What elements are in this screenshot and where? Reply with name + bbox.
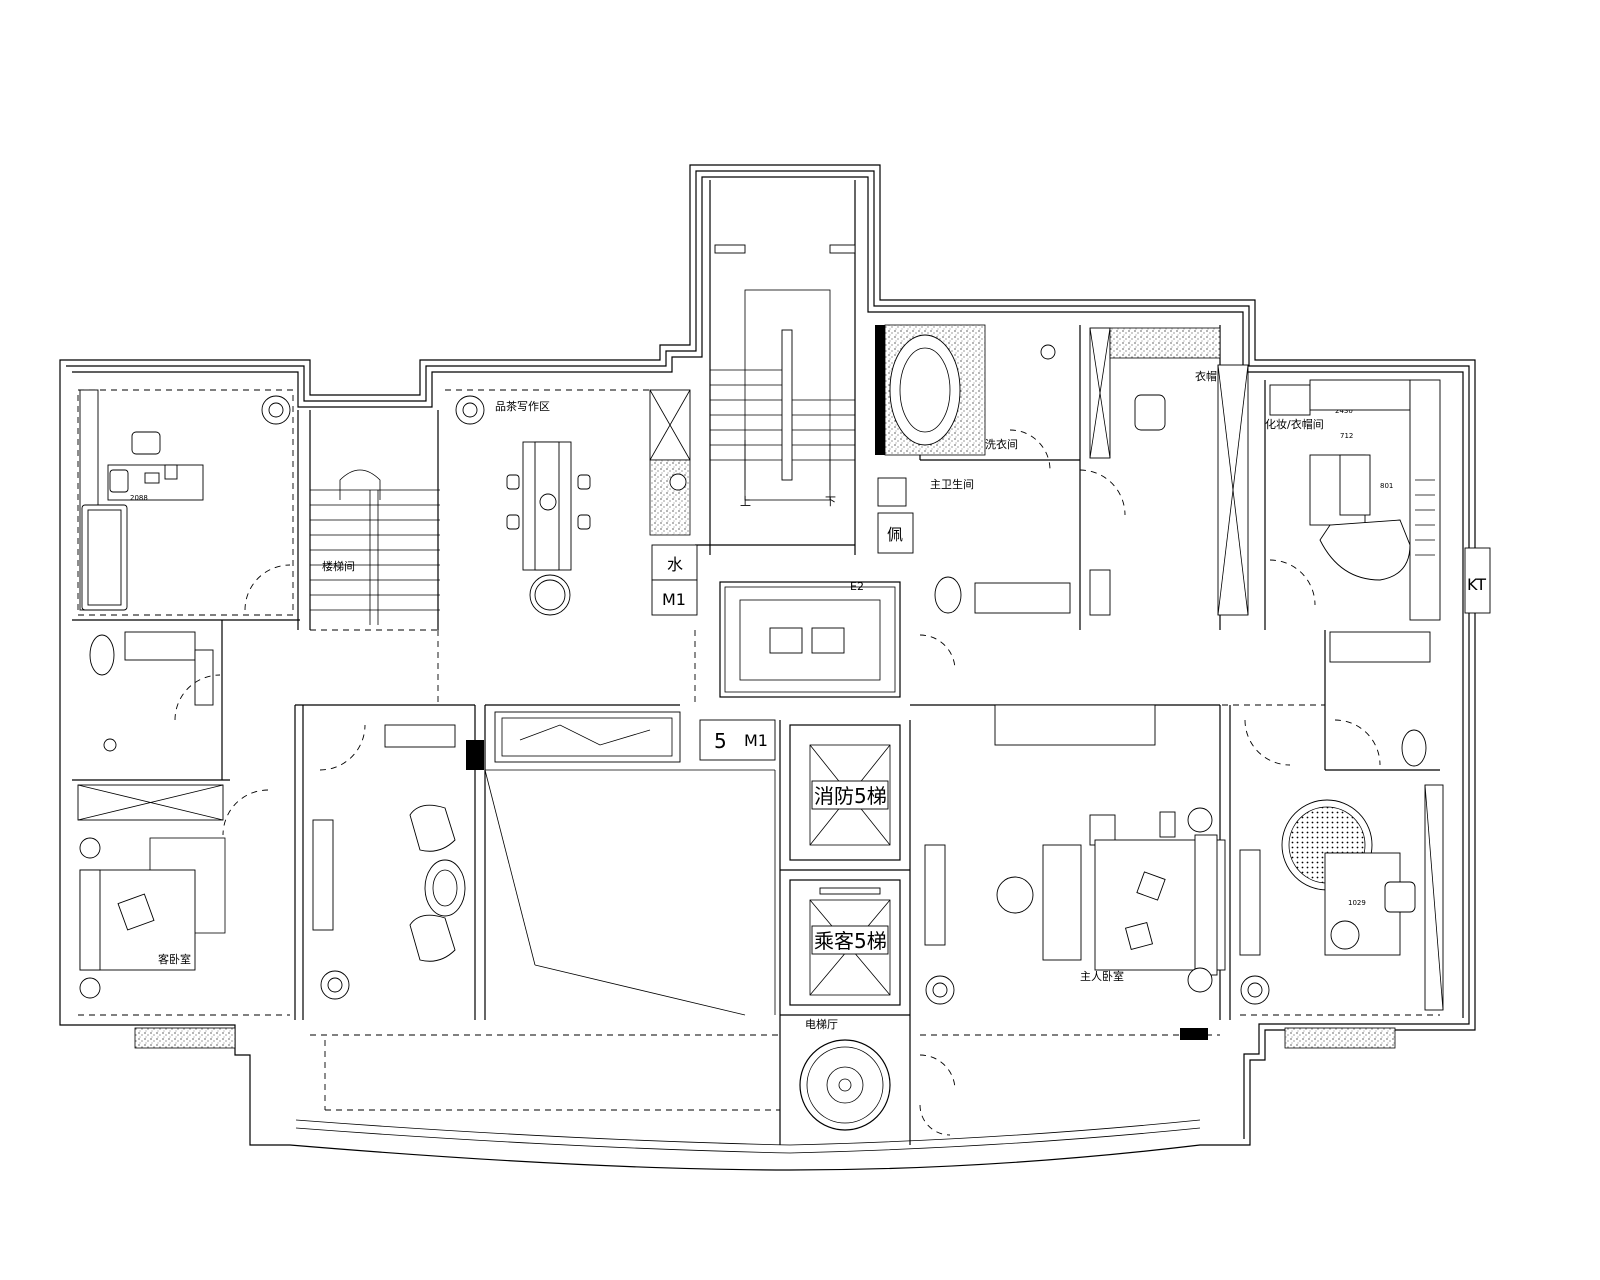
tea-area: 品茶写作区 xyxy=(455,389,691,616)
stair-room-label: 楼梯间 xyxy=(322,559,355,573)
guest-room: 客卧室 xyxy=(77,784,236,1049)
stair-room: 楼梯间 xyxy=(310,469,440,625)
dim-801: 801 xyxy=(1380,482,1393,490)
dim-2088: 2088 xyxy=(130,494,148,502)
e2-label: E2 xyxy=(850,580,864,593)
guest-room-label: 客卧室 xyxy=(158,952,191,966)
stairwell: 上 下 xyxy=(710,244,856,508)
dim-712: 712 xyxy=(1340,432,1353,440)
fire-elevator-label: 消防5梯 xyxy=(814,784,887,808)
stair-down-label: 下 xyxy=(825,495,836,508)
shaft-labels: 水 M1 佩 xyxy=(651,477,914,616)
left-bath xyxy=(89,631,214,752)
dim-2430: 2430 xyxy=(1335,407,1353,415)
closet: 衣帽间 xyxy=(1089,327,1249,616)
m1-left-label: M1 xyxy=(662,590,686,609)
master-bath: 洗衣间 主卫生间 xyxy=(875,324,1071,614)
mark-5: 5 xyxy=(714,729,727,753)
right-bath xyxy=(1329,631,1431,767)
dressing-room: 化妆/衣帽间 2430 712 801 KT xyxy=(1265,379,1491,621)
fire-label: 佩 xyxy=(887,525,903,544)
master-bedroom: 主人卧室 xyxy=(924,704,1226,1040)
outer-walls xyxy=(59,164,1476,1171)
lift-lobby: 5 M1 消防5梯 乘客5梯 电梯厅 xyxy=(699,719,901,1131)
m1-center-label: M1 xyxy=(744,731,768,750)
master-bedroom-label: 主人卧室 xyxy=(1080,969,1124,983)
dressing-label: 化妆/衣帽间 xyxy=(1265,417,1324,431)
elevator-hall-label: 电梯厅 xyxy=(805,1018,838,1031)
lounge xyxy=(312,724,466,1000)
tea-area-label: 品茶写作区 xyxy=(495,400,550,413)
kt-label: KT xyxy=(1467,575,1486,594)
stair-up-label: 上 xyxy=(740,495,751,508)
interior-walls xyxy=(72,180,1440,1145)
study-2: 1029 xyxy=(1239,784,1444,1049)
middle-left xyxy=(466,711,776,1016)
bath-label: 洗衣间 xyxy=(985,437,1018,451)
master-bath-label: 主卫生间 xyxy=(930,477,974,491)
water-label: 水 xyxy=(667,555,683,574)
entry-rug: E2 xyxy=(719,580,901,698)
door-swings xyxy=(174,429,1381,1136)
study-room: 2088 xyxy=(79,389,291,611)
dim-1029: 1029 xyxy=(1348,899,1366,907)
passenger-elevator-label: 乘客5梯 xyxy=(814,929,887,953)
